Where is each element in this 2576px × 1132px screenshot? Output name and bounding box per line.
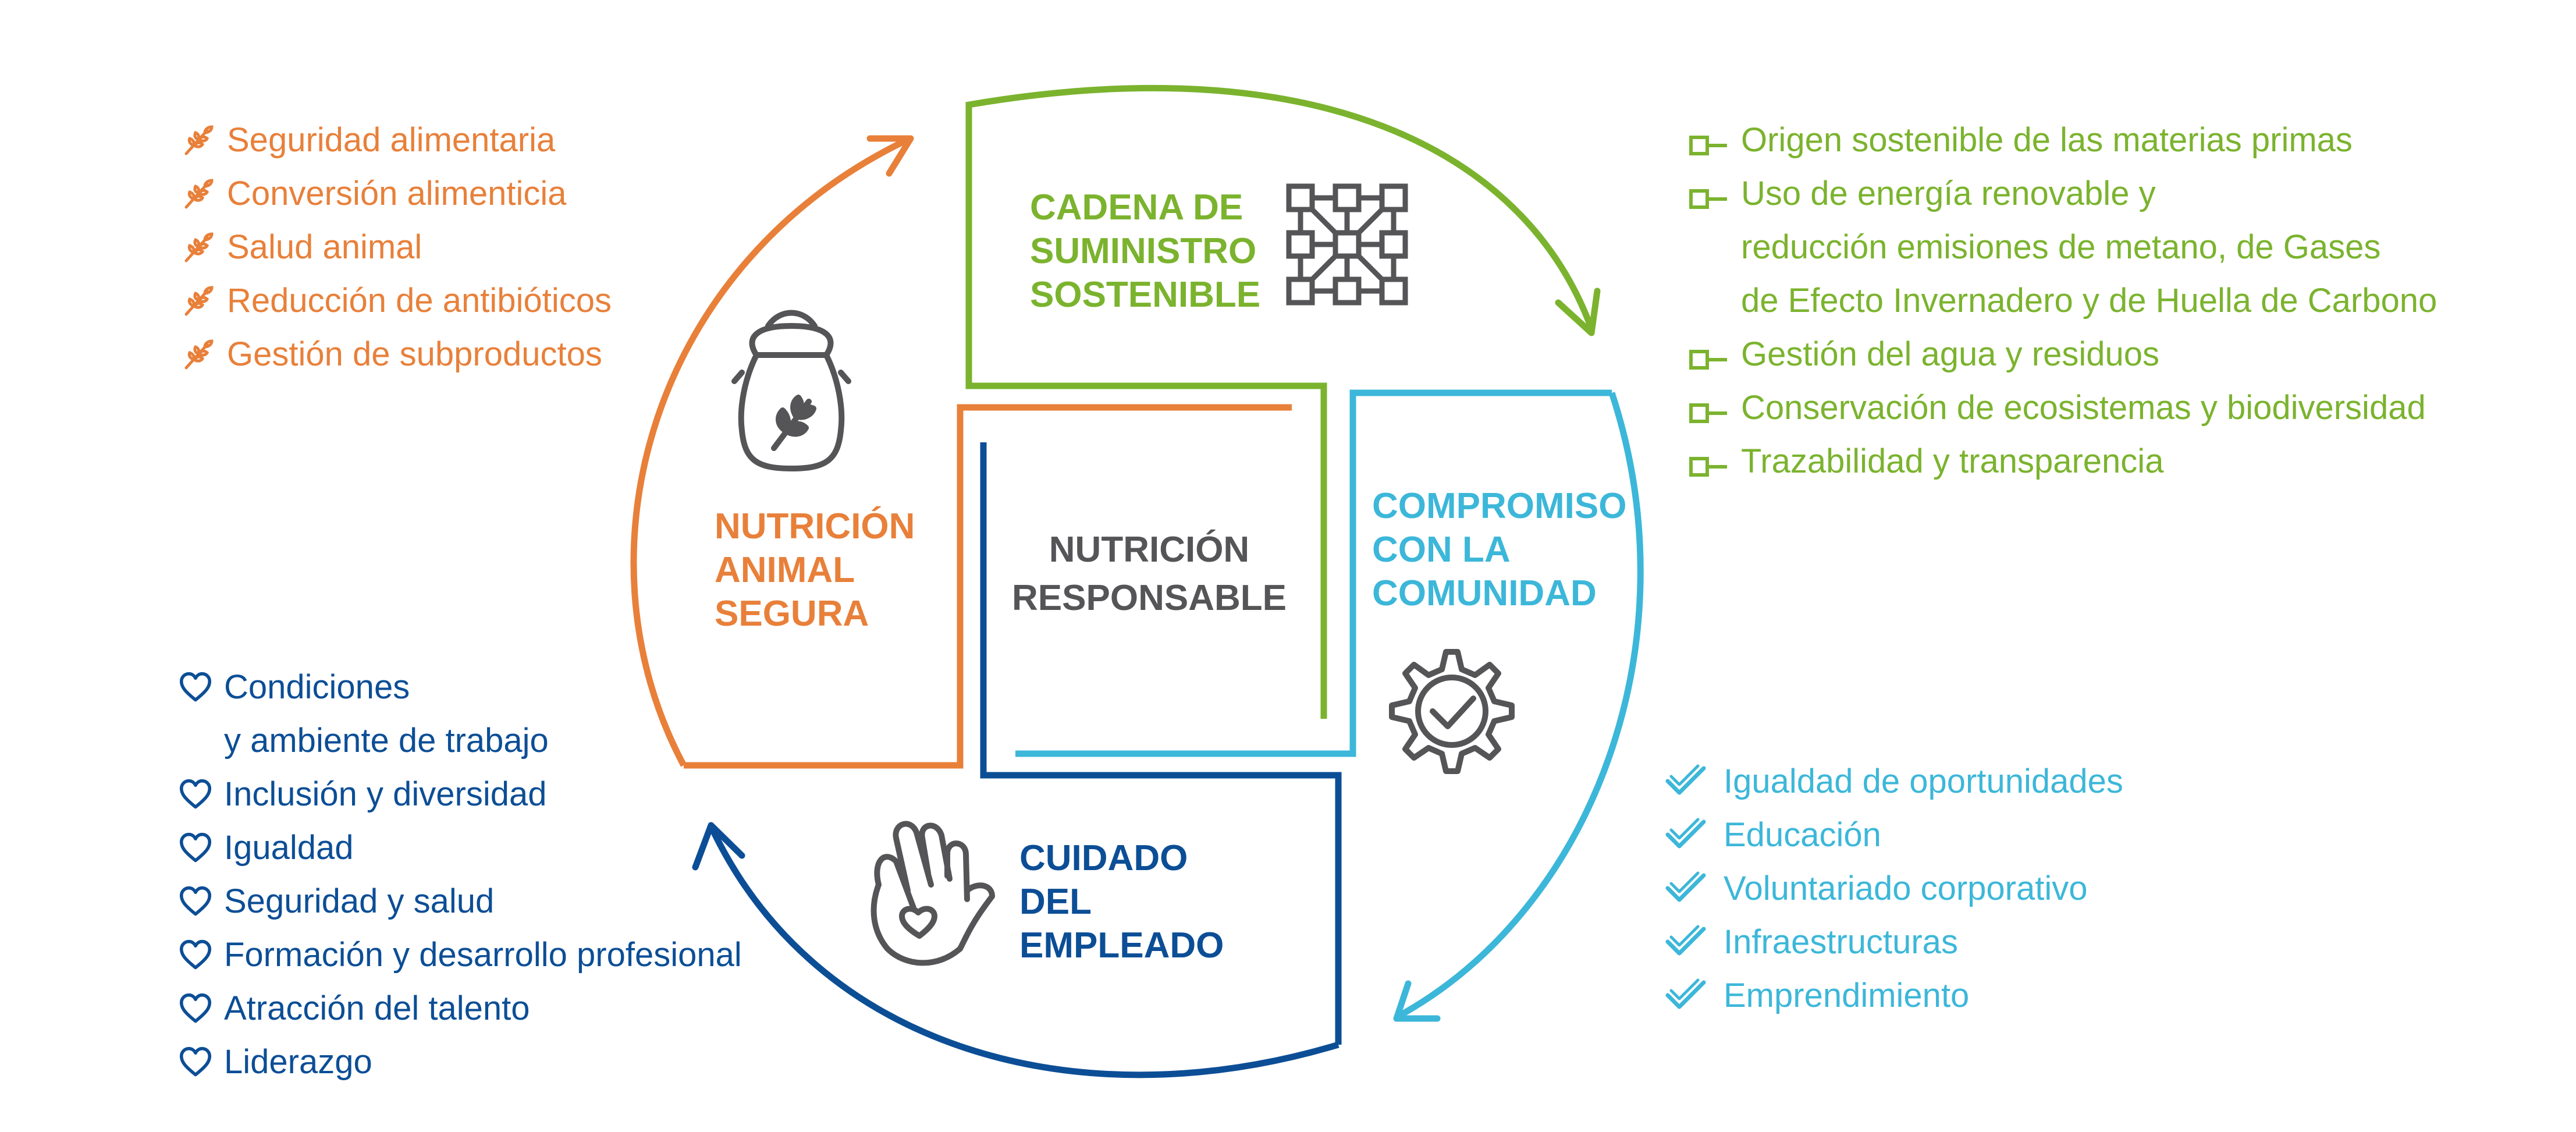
quadrant-frames — [684, 108, 1612, 1045]
compromiso-list-item: Infraestructuras — [1724, 923, 1958, 961]
orange-arc — [630, 137, 909, 767]
checkmark-icon — [1668, 980, 1704, 1007]
compromiso-title: COMPROMISO CON LA COMUNIDAD — [1372, 486, 1626, 613]
orange-frame — [684, 404, 1292, 769]
nutricion-list-item: Seguridad alimentaria — [227, 121, 556, 159]
cuidado-list-item: Liderazgo — [224, 1043, 372, 1081]
nutricion-title-line-1: NUTRICIÓN — [715, 506, 915, 547]
compromiso-title-line-2: CON LA — [1372, 530, 1511, 570]
cuidado-list-item: Seguridad y salud — [224, 882, 494, 920]
compromiso-list-item: Educación — [1724, 816, 1881, 854]
nutricion-list-item: Conversión alimenticia — [227, 175, 567, 212]
checkmark-icon — [1668, 819, 1704, 846]
wheat-icon — [186, 341, 212, 368]
compromiso-title-line-3: COMUNIDAD — [1372, 573, 1597, 613]
cuidado-list-item: Condiciones — [224, 668, 410, 706]
cadena-list: Origen sostenible de las materias primas… — [1691, 121, 2437, 480]
wheat-icon — [186, 288, 212, 314]
cadena-title-line-2: SUMINISTRO — [1030, 231, 1256, 271]
cadena-list-item: Uso de energía renovable y — [1741, 175, 2156, 212]
network-grid-icon — [1286, 183, 1408, 306]
heart-icon — [182, 888, 210, 914]
cuidado-list-item: Igualdad — [224, 829, 354, 867]
node-bullet-icon — [1691, 137, 1727, 154]
navy-frame — [980, 442, 1342, 1045]
center-title-line-1: NUTRICIÓN — [1049, 530, 1249, 570]
node-bullet-icon — [1691, 352, 1727, 368]
node-bullet-icon — [1691, 405, 1727, 421]
cuidado-title-line-1: CUIDADO — [1019, 838, 1188, 878]
heart-icon — [182, 674, 210, 700]
cyan-frame — [1015, 389, 1612, 757]
center-title-line-2: RESPONSABLE — [1012, 578, 1287, 618]
heart-icon — [182, 995, 210, 1021]
cuidado-list-item: Formación y desarrollo profesional — [224, 936, 742, 974]
cyan-arrowhead — [1393, 980, 1441, 1022]
heart-icon — [182, 1049, 210, 1075]
cadena-title: CADENA DE SUMINISTRO SOSTENIBLE — [1030, 187, 1260, 315]
navy-arc — [708, 825, 1339, 1078]
cadena-title-line-3: SOSTENIBLE — [1030, 275, 1260, 315]
gear-check-icon — [1389, 649, 1515, 774]
checkmark-icon — [1668, 873, 1704, 900]
cuidado-list-item: Atracción del talento — [224, 989, 530, 1027]
green-arrowhead — [1555, 288, 1601, 336]
cadena-list-item: Origen sostenible de las materias primas — [1741, 121, 2353, 159]
navy-arrowhead — [692, 822, 745, 871]
hand-heart-icon — [870, 821, 995, 966]
nutricion-title-line-3: SEGURA — [715, 594, 869, 634]
feed-sack-icon — [731, 310, 851, 471]
checkmark-icon — [1668, 766, 1704, 793]
cycle-arrows — [630, 84, 1644, 1078]
green-arc — [965, 84, 1595, 330]
cuidado-title-line-3: EMPLEADO — [1019, 925, 1224, 966]
cadena-list-item: Conservación de ecosistemas y biodiversi… — [1741, 389, 2426, 427]
compromiso-list-item: Emprendimiento — [1724, 977, 1969, 1014]
nutricion-title: NUTRICIÓN ANIMAL SEGURA — [715, 506, 915, 634]
center-title: NUTRICIÓN RESPONSABLE — [1012, 530, 1287, 618]
cadena-list-item: reducción emisiones de metano, de Gases — [1741, 228, 2380, 266]
cuidado-list-item: y ambiente de trabajo — [224, 722, 549, 760]
cuidado-list: Condiciones y ambiente de trabajoInclusió… — [182, 668, 742, 1081]
heart-icon — [182, 781, 210, 807]
compromiso-list-item: Voluntariado corporativo — [1724, 870, 2088, 907]
cuidado-title: CUIDADO DEL EMPLEADO — [1019, 838, 1224, 966]
compromiso-title-line-1: COMPROMISO — [1372, 486, 1626, 526]
nutricion-list-item: Salud animal — [227, 228, 422, 266]
cadena-list-item: de Efecto Invernadero y de Huella de Car… — [1741, 282, 2437, 320]
cuidado-list-item: Inclusión y diversidad — [224, 775, 547, 813]
cuidado-title-line-2: DEL — [1019, 882, 1092, 922]
cadena-list-item: Trazabilidad y transparencia — [1741, 442, 2164, 480]
compromiso-list-item: Igualdad de oportunidades — [1724, 762, 2123, 800]
nutricion-list-item: Reducción de antibióticos — [227, 282, 612, 320]
node-bullet-icon — [1691, 191, 1727, 207]
node-bullet-icon — [1691, 459, 1727, 475]
checkmark-icon — [1668, 927, 1704, 953]
nutricion-list-item: Gestión de subproductos — [227, 335, 602, 373]
cyan-arc — [1398, 392, 1644, 1019]
orange-arrowhead — [866, 135, 914, 177]
green-frame — [965, 108, 1327, 719]
heart-icon — [182, 835, 210, 861]
cadena-list-item: Gestión del agua y residuos — [1741, 335, 2159, 373]
nutricion-title-line-2: ANIMAL — [715, 550, 855, 590]
wheat-icon — [186, 234, 212, 261]
compromiso-list: Igualdad de oportunidadesEducaciónVolunt… — [1668, 762, 2123, 1014]
wheat-icon — [186, 180, 212, 207]
wheat-icon — [186, 127, 212, 154]
cadena-title-line-1: CADENA DE — [1030, 187, 1243, 228]
heart-icon — [182, 942, 210, 968]
